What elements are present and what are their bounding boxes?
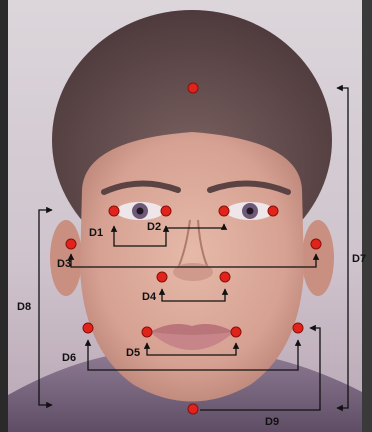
landmark-forehead — [187, 82, 199, 94]
label-d9: D9 — [265, 416, 279, 428]
d2-bracket — [165, 223, 228, 230]
landmark-points — [65, 82, 322, 415]
right-ear — [302, 220, 334, 296]
d7-bracket — [336, 84, 349, 412]
right-dark-border — [362, 0, 372, 432]
right-eyebrow — [207, 180, 291, 195]
landmark-right-eye-outer — [267, 205, 279, 217]
upper-lip — [150, 324, 234, 335]
landmark-left-face-edge — [65, 238, 77, 250]
label-d4: D4 — [142, 291, 157, 303]
left-eyebrow — [101, 180, 181, 195]
landmark-right-face-edge — [310, 238, 322, 250]
landmark-left-eye-inner — [160, 205, 172, 217]
landmark-left-mouth-corner — [141, 326, 153, 338]
label-d2: D2 — [147, 221, 161, 233]
landmark-right-eye-inner — [218, 205, 230, 217]
right-pupil — [246, 207, 254, 215]
d9-bracket — [200, 324, 321, 411]
label-d7: D7 — [352, 253, 366, 265]
label-d5: D5 — [126, 347, 140, 359]
label-d8: D8 — [17, 301, 31, 313]
left-dark-border — [0, 0, 8, 432]
landmark-chin — [187, 403, 199, 415]
landmark-left-eye-outer — [108, 205, 120, 217]
left-ear — [50, 220, 82, 296]
d5-bracket — [143, 342, 240, 356]
d6-bracket — [84, 339, 302, 371]
d4-bracket — [158, 288, 229, 302]
landmark-right-jaw — [292, 322, 304, 334]
label-d6: D6 — [62, 352, 76, 364]
nose-tip — [173, 263, 213, 281]
label-d3: D3 — [57, 258, 71, 270]
landmark-right-mouth-corner — [230, 326, 242, 338]
landmark-left-nostril — [156, 271, 168, 283]
label-d1: D1 — [89, 227, 103, 239]
left-pupil — [136, 207, 144, 215]
landmark-right-nostril — [219, 271, 231, 283]
d3-bracket — [67, 253, 320, 268]
landmark-left-jaw — [82, 322, 94, 334]
measurement-lines — [38, 84, 349, 412]
d8-bracket — [38, 206, 53, 409]
d1-bracket — [110, 225, 170, 247]
